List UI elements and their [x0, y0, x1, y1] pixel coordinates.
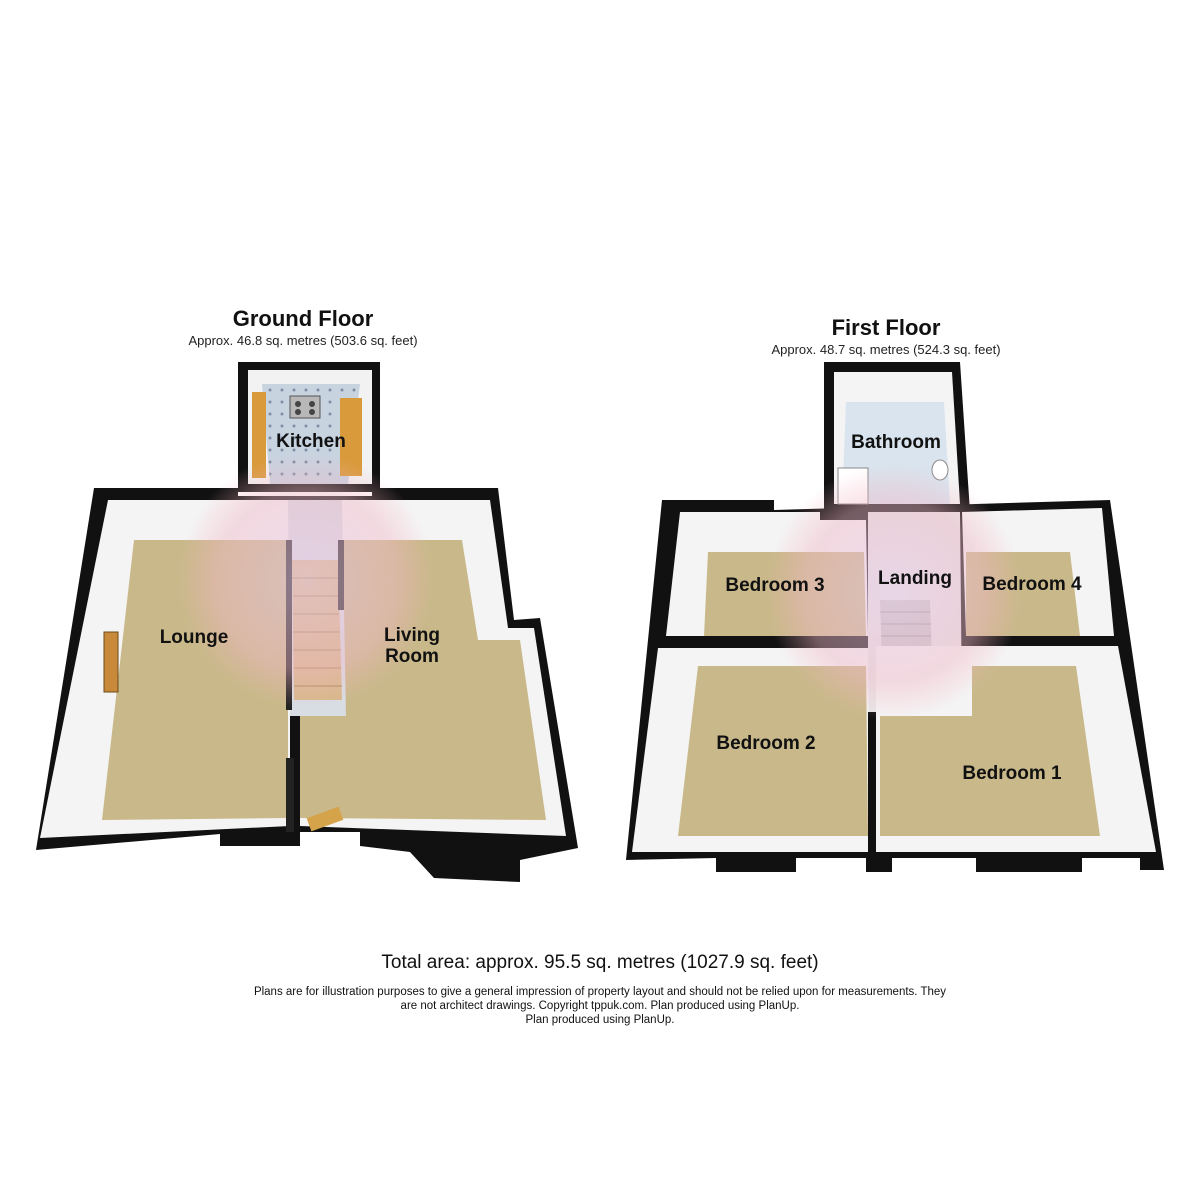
disclaimer-line-3: Plan produced using PlanUp. — [525, 1014, 675, 1026]
ground-floor-plan — [36, 362, 578, 882]
kitchen-label: Kitchen — [276, 431, 346, 452]
watermark-logo — [178, 452, 434, 708]
living-room-label-line1: Living — [384, 625, 440, 646]
first-floor-area: Approx. 48.7 sq. metres (524.3 sq. feet) — [771, 342, 1001, 357]
bathroom-label: Bathroom — [851, 432, 941, 453]
bedroom-2-room — [632, 648, 870, 852]
landing-label: Landing — [878, 568, 952, 589]
ground-floor-title: Ground Floor — [232, 306, 374, 331]
kitchen-counter-left — [252, 392, 266, 478]
ground-floor-area: Approx. 46.8 sq. metres (503.6 sq. feet) — [188, 333, 418, 348]
kitchen-counter — [340, 398, 362, 476]
first-floor-plan — [626, 362, 1164, 872]
lounge-label: Lounge — [160, 627, 229, 648]
first-floor-title: First Floor — [831, 315, 941, 340]
bedroom-1-label: Bedroom 1 — [962, 763, 1062, 784]
living-room-label-line2: Room — [385, 646, 439, 667]
disclaimer-line-1: Plans are for illustration purposes to g… — [253, 986, 947, 998]
fireplace — [103, 631, 119, 693]
front-door-mat — [306, 806, 344, 832]
cooker — [289, 395, 321, 419]
disclaimer-line-2: are not architect drawings. Copyright tp… — [400, 1000, 800, 1012]
watermark-logo-first — [766, 464, 1022, 720]
bedroom-3-label: Bedroom 3 — [725, 575, 824, 596]
bedroom-2-label: Bedroom 2 — [716, 733, 815, 754]
total-area: Total area: approx. 95.5 sq. metres (102… — [381, 952, 819, 973]
bedroom-4-label: Bedroom 4 — [982, 574, 1082, 595]
internal-wall — [286, 758, 294, 832]
disclaimer: Plans are for illustration purposes to g… — [200, 985, 1000, 1027]
